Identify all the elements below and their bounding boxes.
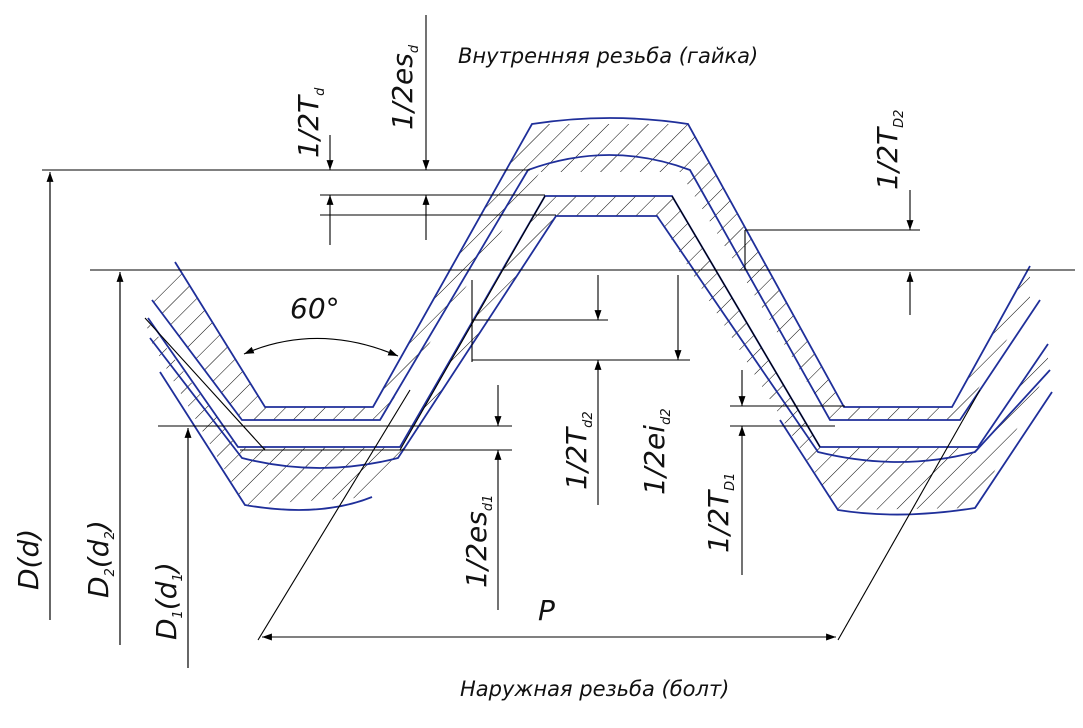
svg-text:1/2esd: 1/2esd [386,44,422,130]
title-top: Внутренняя резьба (гайка) [458,44,758,68]
nut-zone [152,124,1030,420]
label-D2d2: D2(d2) [82,520,118,598]
dimension-arrows [46,15,914,668]
angle-arc [243,337,399,357]
svg-text:D1(d1): D1(d1) [150,562,186,640]
svg-text:1/2TD1: 1/2TD1 [702,473,738,553]
label-half-TD1: 1/2TD1 [702,473,738,553]
svg-text:1/2eid2: 1/2eid2 [638,408,674,495]
svg-text:1/2Td2: 1/2Td2 [560,411,596,490]
bolt-zone [145,196,1048,510]
hatched-zones [145,124,1048,510]
svg-text:1/2esd1: 1/2esd1 [460,495,496,588]
pitch-label: P [538,594,555,627]
bolt-contour [149,215,1051,469]
title-bottom: Наружная резьба (болт) [460,677,729,701]
svg-text:D(d): D(d) [12,529,45,590]
label-half-Td2: 1/2Td2 [560,411,596,490]
label-D1d1: D1(d1) [150,562,186,640]
bolt-root-contour [159,371,373,511]
label-half-Td: 1/2Td [292,87,328,158]
svg-text:1/2Td: 1/2Td [292,87,328,158]
label-half-esd1: 1/2esd1 [460,495,496,588]
nut-inner-contour [151,154,1041,421]
bolt-root-contour-right [779,391,1053,516]
label-half-TD2: 1/2TD2 [871,110,907,190]
label-Dd: D(d) [12,529,45,590]
label-half-eid2: 1/2eid2 [638,408,674,495]
svg-text:D2(d2): D2(d2) [82,520,118,598]
thread-profiles [147,117,1053,516]
label-half-esd: 1/2esd [386,44,422,130]
angle-label: 60° [290,292,340,325]
svg-text:1/2TD2: 1/2TD2 [871,110,907,190]
nut-outer-contour [174,117,1031,408]
basic-profile [147,195,1049,448]
